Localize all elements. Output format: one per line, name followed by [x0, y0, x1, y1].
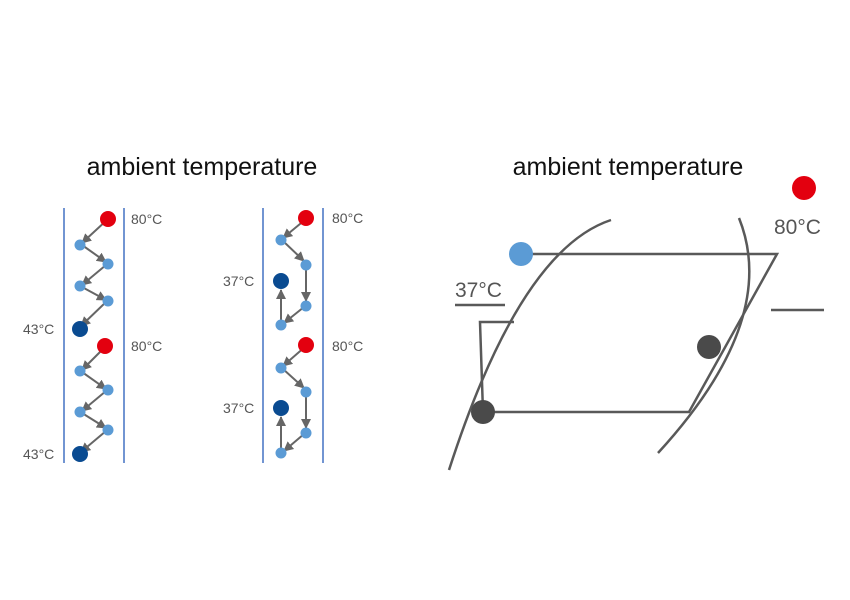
cycle-point-dark-right	[697, 335, 721, 359]
left-cold-node-bottom	[72, 446, 88, 462]
middle-node	[300, 427, 312, 439]
middle-node	[300, 259, 312, 271]
right-cold-label: 37°C	[455, 279, 502, 302]
right-panel-title: ambient temperature	[513, 153, 744, 181]
left-hot-node-top	[100, 211, 116, 227]
cycle-path	[478, 252, 780, 414]
left-node	[102, 384, 114, 396]
left-cold-label-top: 43°C	[23, 321, 54, 337]
middle-panel-arrows	[276, 218, 311, 452]
left-node	[102, 424, 114, 436]
middle-cold-label-bottom: 37°C	[223, 400, 254, 416]
middle-node	[275, 319, 287, 331]
left-cold-node-top	[72, 321, 88, 337]
left-node	[74, 365, 86, 377]
cycle-point-light-blue	[509, 242, 533, 266]
left-panel-zigzag-arrows	[80, 218, 109, 453]
left-node	[102, 295, 114, 307]
middle-node	[275, 362, 287, 374]
middle-hot-label-bottom: 80°C	[332, 338, 363, 354]
left-panel-title: ambient temperature	[87, 153, 318, 181]
left-node	[74, 280, 86, 292]
cycle-point-dark-left	[471, 400, 495, 424]
middle-node	[275, 447, 287, 459]
right-saturation-curve	[657, 217, 751, 454]
left-hot-label-bottom: 80°C	[131, 338, 162, 354]
middle-hot-node-top	[298, 210, 314, 226]
middle-cold-label-top: 37°C	[223, 273, 254, 289]
left-hot-label-top: 80°C	[131, 211, 162, 227]
middle-node	[300, 300, 312, 312]
middle-node	[275, 234, 287, 246]
middle-cold-node-bottom	[273, 400, 289, 416]
middle-cold-node-top	[273, 273, 289, 289]
right-hot-label: 80°C	[774, 216, 821, 239]
middle-hot-label-top: 80°C	[332, 210, 363, 226]
left-node	[102, 258, 114, 270]
left-node	[74, 239, 86, 251]
left-cold-label-bottom: 43°C	[23, 446, 54, 462]
middle-node	[300, 386, 312, 398]
left-node	[74, 406, 86, 418]
left-hot-node-bottom	[97, 338, 113, 354]
middle-hot-node-bottom	[298, 337, 314, 353]
left-saturation-curve	[447, 218, 612, 471]
hot-point	[792, 176, 816, 200]
